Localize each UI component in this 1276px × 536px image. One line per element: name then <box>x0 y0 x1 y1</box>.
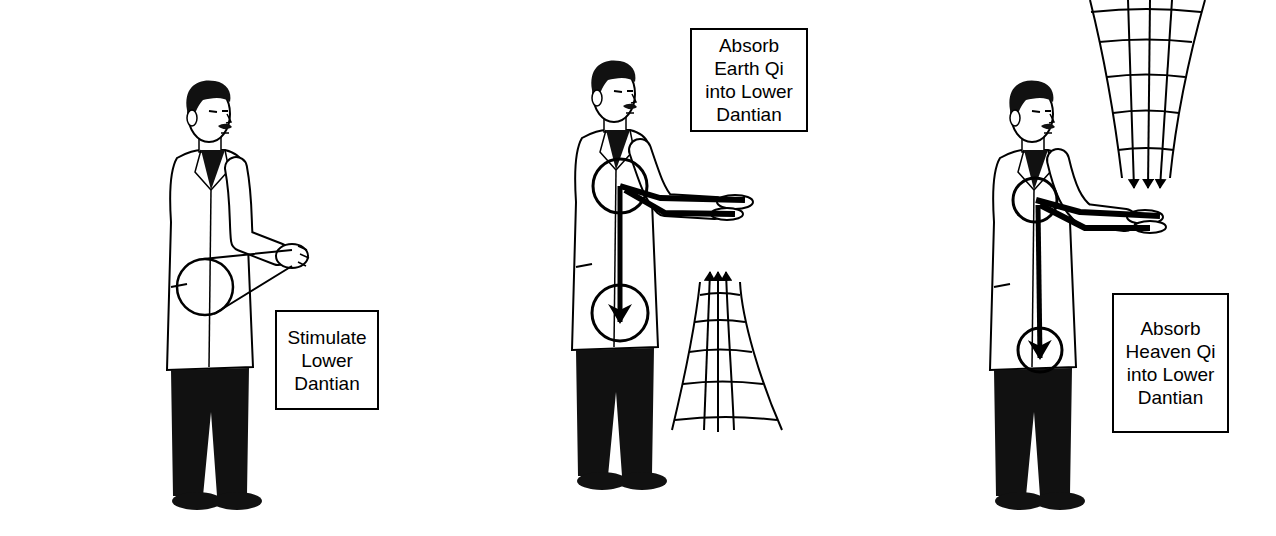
energy-line <box>203 250 292 314</box>
earth-qi-field <box>672 272 782 432</box>
instruction-text: Absorb Heaven Qi into Lower Dantian <box>1120 317 1221 409</box>
qi-flow-arrow <box>618 186 623 322</box>
sleeve-outline <box>236 168 278 254</box>
field-line <box>675 417 777 420</box>
qi-arrow <box>1128 0 1134 188</box>
clasped-hands <box>276 244 308 268</box>
qi-arrow <box>726 272 734 430</box>
sleeve <box>236 168 278 254</box>
instruction-text: Stimulate Lower Dantian <box>283 326 371 395</box>
field-line <box>1099 40 1192 43</box>
field-line <box>740 282 782 430</box>
instruction-box: Stimulate Lower Dantian <box>275 310 379 410</box>
instruction-box: Absorb Earth Qi into Lower Dantian <box>690 28 808 132</box>
qi-arrow <box>1148 0 1150 188</box>
instruction-box: Absorb Heaven Qi into Lower Dantian <box>1112 293 1229 433</box>
field-line <box>689 350 752 353</box>
field-line <box>700 293 740 295</box>
qi-arrow <box>717 272 719 432</box>
field-line <box>1170 0 1205 178</box>
heaven-qi-field <box>1090 0 1205 188</box>
field-line <box>672 282 700 430</box>
field-line <box>1118 148 1174 150</box>
instruction-text: Absorb Earth Qi into Lower Dantian <box>698 34 800 126</box>
field-line <box>1090 0 1122 178</box>
man-figure <box>167 80 262 510</box>
fingers <box>298 246 309 266</box>
field-line <box>1107 75 1185 78</box>
lower-dantian <box>592 285 648 341</box>
field-line <box>695 320 745 322</box>
man-figure <box>572 60 667 490</box>
lower-dantian <box>1018 328 1062 372</box>
field-line <box>1091 9 1201 12</box>
field-line <box>683 382 763 385</box>
field-line <box>1113 111 1179 114</box>
qi-arrow <box>1160 0 1172 188</box>
qi-flow-arrow <box>1038 205 1040 358</box>
shoulder-point <box>1013 178 1057 222</box>
man-figure <box>990 80 1085 510</box>
